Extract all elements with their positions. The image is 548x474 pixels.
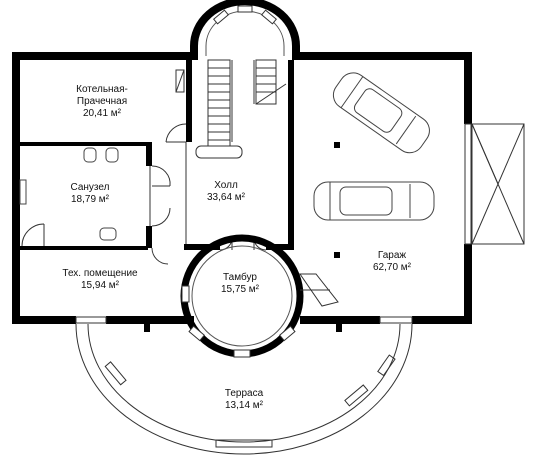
- room-area-boiler: 20,41 м²: [82, 108, 121, 119]
- room-area-terrace: 13,14 м²: [224, 400, 264, 411]
- room-label-terrace: Терраса 13,14 м²: [225, 388, 263, 412]
- room-area-garage: 62,70 м²: [372, 262, 412, 273]
- room-name-boiler: Котельная- Прачечная: [76, 84, 128, 107]
- room-label-tech: Тех. помещение 15,94 м²: [62, 268, 137, 292]
- room-name-garage: Гараж: [377, 250, 407, 261]
- car-1: [332, 72, 430, 154]
- room-area-hall: 33,64 м²: [206, 192, 246, 203]
- interior-walls: [20, 60, 294, 250]
- room-name-vestibule: Тамбур: [223, 272, 257, 283]
- stair-tower: [190, 0, 300, 60]
- room-label-garage: Гараж 62,70 м²: [373, 250, 411, 274]
- staircase: [195, 59, 287, 159]
- room-area-bath: 18,79 м²: [70, 194, 109, 205]
- car-2: [313, 181, 435, 221]
- room-name-terrace: Терраса: [224, 388, 264, 399]
- vestibule-circle: [180, 234, 304, 358]
- outer-walls: [12, 52, 472, 324]
- room-name-hall: Холл: [214, 180, 238, 191]
- garage-canopy: [471, 123, 525, 245]
- room-name-bath: Санузел: [70, 182, 110, 193]
- room-label-hall: Холл 33,64 м²: [207, 180, 245, 204]
- room-name-tech: Тех. помещение: [62, 268, 138, 279]
- room-label-boiler: Котельная- Прачечная 20,41 м²: [76, 84, 128, 120]
- room-label-bath: Санузел 18,79 м²: [71, 182, 110, 206]
- terrace: [75, 323, 413, 455]
- room-area-vestibule: 15,75 м²: [220, 284, 260, 295]
- room-area-tech: 15,94 м²: [80, 280, 119, 291]
- room-label-vestibule: Тамбур 15,75 м²: [221, 272, 259, 296]
- bath-fixtures: [19, 147, 119, 241]
